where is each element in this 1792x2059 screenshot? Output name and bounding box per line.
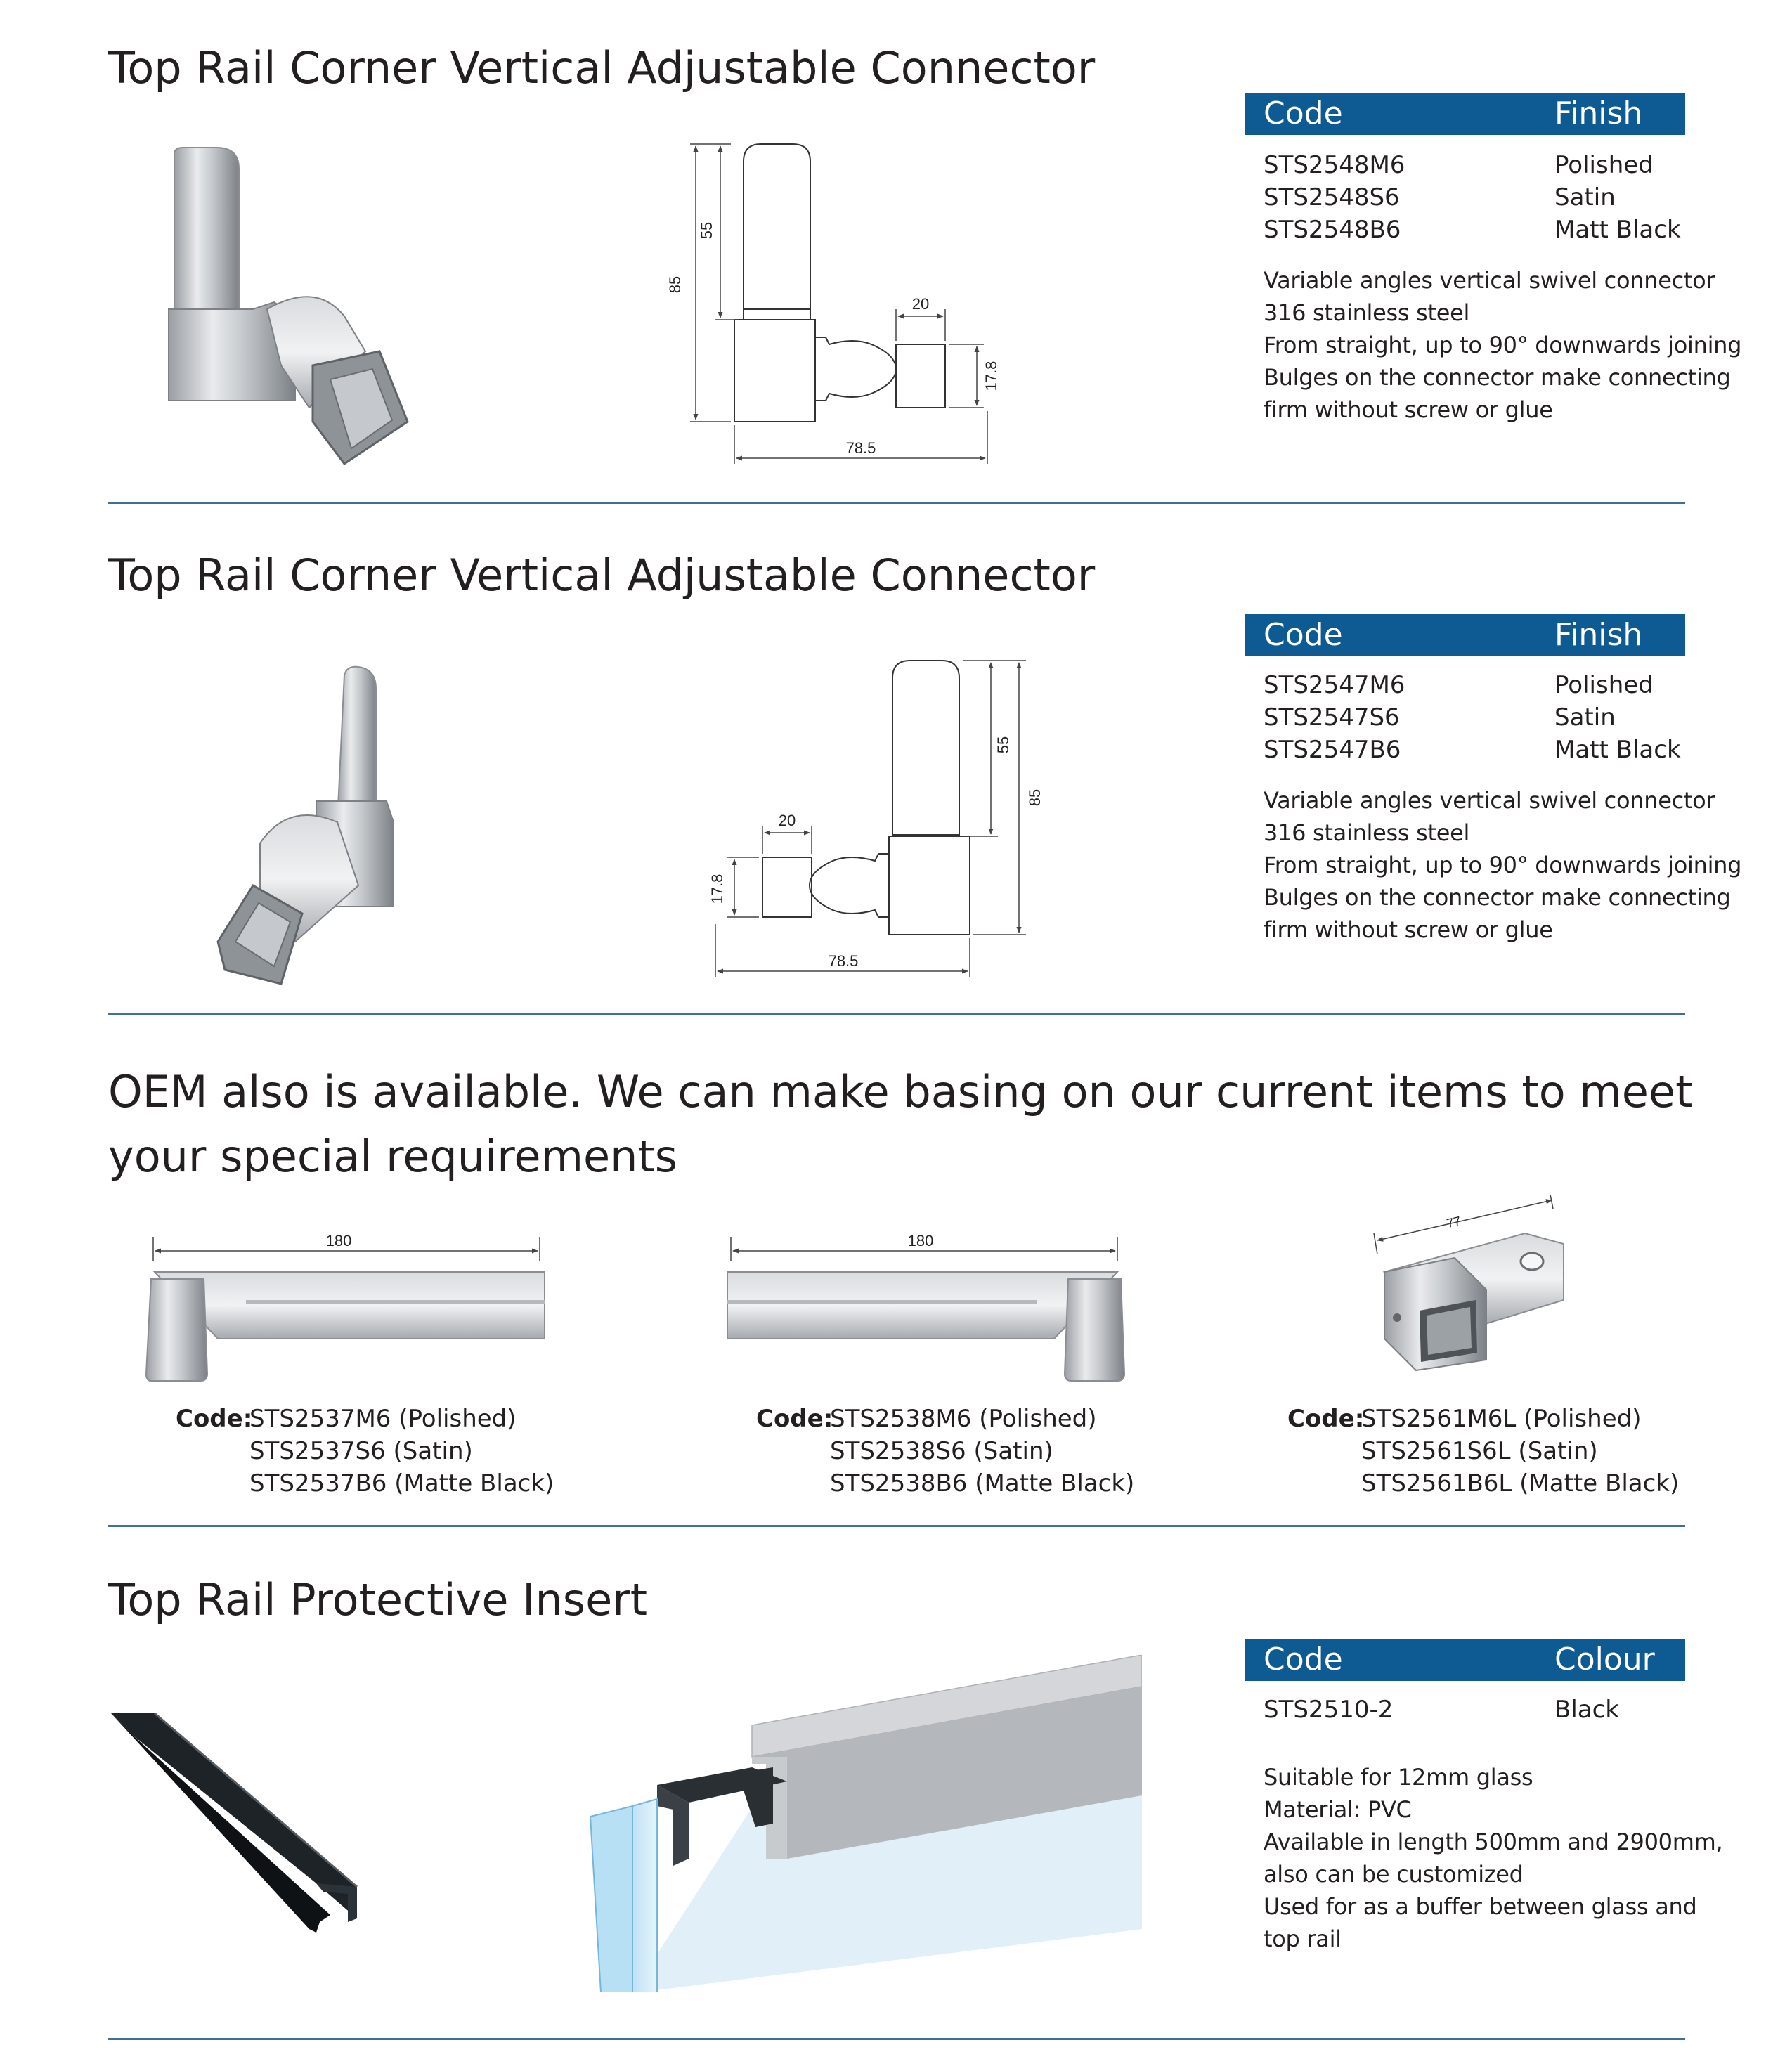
oem-title: OEM also is available. We can make basin… xyxy=(108,1066,1693,1182)
dim-180: 180 xyxy=(908,1232,934,1249)
section-1-table-header: Code Finish xyxy=(1245,93,1685,135)
divider xyxy=(108,1525,1685,1527)
insert-table-header: Code Colour xyxy=(1245,1639,1685,1681)
dim-55: 55 xyxy=(698,222,715,239)
divider xyxy=(108,1013,1685,1015)
column-finish: Finish xyxy=(1554,96,1643,131)
dim-78-5: 78.5 xyxy=(829,952,859,970)
dim-85: 85 xyxy=(666,276,684,293)
divider xyxy=(108,2038,1685,2040)
code-label: Code: xyxy=(1287,1405,1365,1433)
code-label: Code: xyxy=(756,1405,833,1433)
column-colour: Colour xyxy=(1554,1642,1655,1677)
section-2-table-header: Code Finish xyxy=(1245,614,1685,656)
column-finish: Finish xyxy=(1554,617,1643,653)
section-2-description: Variable angles vertical swivel connecto… xyxy=(1264,787,1742,943)
insert-description: Suitable for 12mm glass Material: PVC Av… xyxy=(1264,1764,1723,1952)
dim-180: 180 xyxy=(326,1232,352,1249)
dim-17-8: 17.8 xyxy=(708,874,726,904)
section-1-product-photo xyxy=(168,147,409,466)
section-2-title: Top Rail Corner Vertical Adjustable Conn… xyxy=(108,550,1096,601)
column-code: Code xyxy=(1264,1642,1343,1677)
dim-78-5: 78.5 xyxy=(846,439,876,457)
section-1-description: Variable angles vertical swivel connecto… xyxy=(1264,267,1742,423)
column-code: Code xyxy=(1264,617,1343,653)
column-code: Code xyxy=(1264,96,1343,131)
section-2-product-photo xyxy=(216,665,394,985)
dim-85: 85 xyxy=(1026,789,1040,806)
dim-20: 20 xyxy=(912,295,929,313)
dim-77: 77 xyxy=(1446,1214,1462,1230)
dim-17-8: 17.8 xyxy=(982,361,1000,391)
oem-item-1-image: 180 xyxy=(145,1232,545,1382)
insert-title: Top Rail Protective Insert xyxy=(108,1574,648,1625)
dim-20: 20 xyxy=(779,812,796,829)
section-1-dimension-drawing: 85 55 20 17.8 78.5 xyxy=(666,143,1000,464)
divider xyxy=(108,502,1685,504)
insert-profile-image xyxy=(111,1712,358,1933)
oem-item-3-image: 77 xyxy=(1373,1195,1564,1372)
section-2-dimension-drawing: 55 85 20 17.8 78.5 xyxy=(708,660,1040,977)
insert-installation-image xyxy=(590,1655,1142,1992)
section-1-title: Top Rail Corner Vertical Adjustable Conn… xyxy=(108,42,1096,93)
oem-item-2-image: 180 xyxy=(727,1232,1126,1382)
code-label: Code: xyxy=(176,1405,253,1433)
dim-55: 55 xyxy=(994,736,1012,753)
